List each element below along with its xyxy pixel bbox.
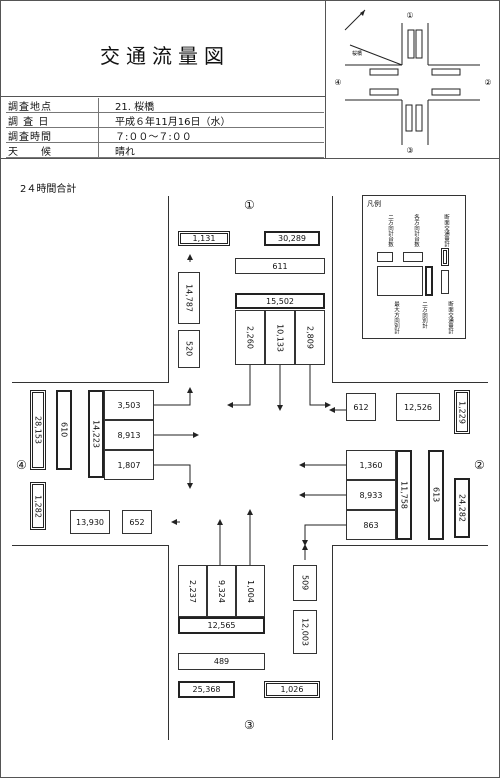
south-out-total: 12,003	[293, 610, 317, 654]
legend-bottom-1: 最大方向別計	[393, 301, 399, 334]
west-left-turn: 1,807	[104, 450, 154, 480]
east-cross-total: 1,229	[454, 390, 470, 434]
legend-col-3: 断面交通量計	[443, 214, 449, 247]
east-right-turn: 863	[346, 510, 396, 540]
legend-bottom-3: 断面交通量計	[447, 301, 453, 334]
intersection-minimap: ① ② ③ ④ 桜橋	[334, 9, 492, 155]
east-section: 24,282	[454, 478, 470, 538]
south-small: 509	[293, 565, 317, 601]
east-outflow: 12,526	[396, 393, 440, 421]
legend-thick-box	[425, 266, 433, 296]
north-through: 10,133	[265, 310, 295, 365]
minimap-label: 桜橋	[352, 50, 362, 57]
road-west-bottom-edge	[12, 545, 169, 546]
minimap-divider	[325, 0, 326, 158]
south-section: 25,368	[178, 681, 235, 698]
info-row-weather: 天 候晴れ	[6, 142, 324, 158]
south-left-turn: 2,237	[178, 565, 207, 617]
page-title: 交通流量図	[100, 44, 230, 68]
info-row-date: 調 査 日平成６年11月16日（水）	[6, 112, 324, 128]
road-east-bottom-edge	[332, 545, 488, 546]
legend-title: 凡例	[367, 200, 381, 208]
legend-bottom-2: 二方向別計	[421, 301, 427, 329]
road-north-right-edge	[332, 196, 333, 382]
legend-diagram	[377, 266, 423, 296]
legend-thin-box	[441, 270, 449, 294]
north-small: 520	[178, 330, 200, 368]
west-cross-total: 1,282	[30, 482, 46, 530]
north-outflow: 30,289	[264, 231, 320, 246]
road-north-left-edge	[168, 196, 169, 382]
north-approach-total: 15,502	[235, 293, 325, 309]
road-east-top-edge	[332, 382, 488, 383]
north-left-turn: 2,260	[235, 310, 265, 365]
subtitle: 2４時間合計	[20, 184, 77, 195]
node-2-label: ②	[474, 458, 485, 472]
road-south-right-edge	[332, 545, 333, 740]
minimap-node-2: ②	[484, 78, 491, 87]
south-right-turn: 1,004	[236, 565, 265, 617]
east-approach-total: 11,758	[396, 450, 412, 540]
legend-col-1: 二方向計台数	[387, 214, 393, 247]
west-outflow: 13,930	[70, 510, 110, 534]
west-section: 28,153	[30, 390, 46, 470]
south-approach-total: 12,565	[178, 617, 265, 634]
east-inflow: 613	[428, 450, 444, 540]
north-cross-total: 1,131	[178, 231, 230, 246]
legend-box-3	[441, 248, 449, 266]
minimap-node-4: ④	[334, 78, 341, 87]
road-west-top-edge	[12, 382, 169, 383]
west-approach-total: 14,223	[88, 390, 104, 478]
south-inflow: 489	[178, 653, 265, 670]
minimap-node-3: ③	[406, 146, 413, 155]
south-through: 9,324	[207, 565, 236, 617]
node-1-label: ①	[244, 198, 255, 212]
east-small: 612	[346, 393, 376, 421]
legend-col-2: 各方向計台数	[413, 214, 419, 247]
node-4-label: ④	[16, 458, 27, 472]
north-inflow: 611	[235, 258, 325, 274]
road-south-left-edge	[168, 545, 169, 740]
legend-box-1	[377, 252, 393, 262]
north-out-total: 14,787	[178, 272, 200, 324]
west-small: 652	[122, 510, 152, 534]
east-through: 8,933	[346, 480, 396, 510]
south-cross-total: 1,026	[264, 681, 320, 698]
west-right-turn: 3,503	[104, 390, 154, 420]
node-3-label: ③	[244, 718, 255, 732]
section-divider	[0, 158, 500, 159]
west-through: 8,913	[104, 420, 154, 450]
east-left-turn: 1,360	[346, 450, 396, 480]
minimap-node-1: ①	[406, 11, 413, 20]
west-inflow: 610	[56, 390, 72, 470]
legend: 凡例 二方向計台数 各方向計台数 断面交通量計 最大方向別計 二方向別計 断面交…	[362, 195, 466, 339]
north-right-turn: 2,809	[295, 310, 325, 365]
legend-box-2	[403, 252, 423, 262]
header-divider	[0, 96, 325, 97]
